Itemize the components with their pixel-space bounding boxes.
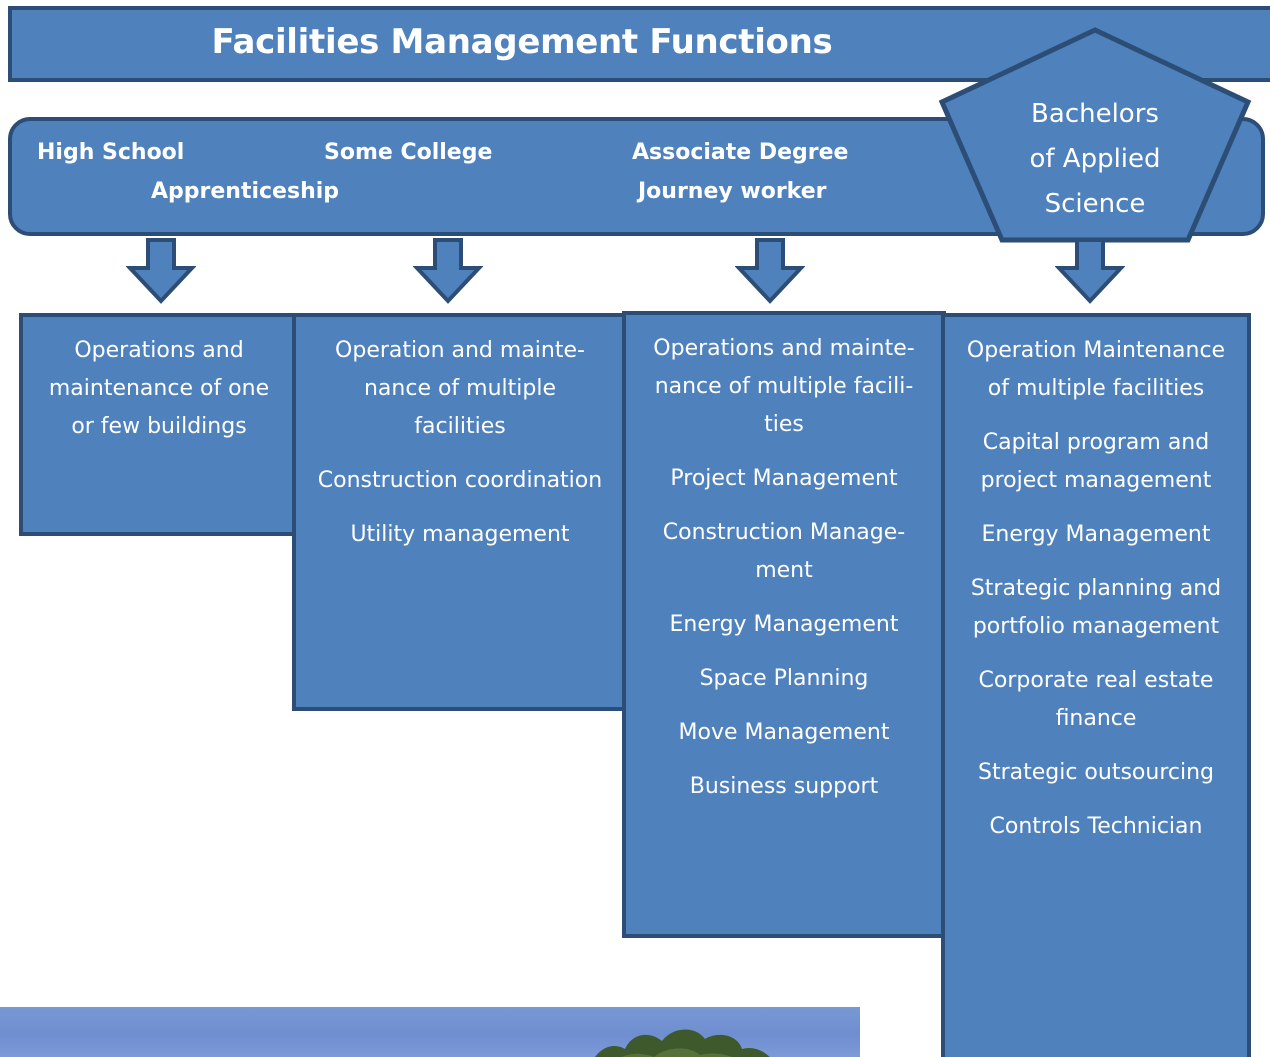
column-item: Strategic planning and portfolio managem… xyxy=(970,576,1222,639)
page-title: Facilities Management Functions xyxy=(211,22,833,62)
column-some-college: Operation and mainte-nance of multiple f… xyxy=(292,313,628,711)
bachelors-line-2: of Applied xyxy=(1029,144,1161,174)
down-arrow-icon xyxy=(735,238,805,304)
tree-icon xyxy=(595,1029,770,1057)
column-item: Operation and mainte-nance of multiple f… xyxy=(335,338,585,439)
column-item: Move Management xyxy=(678,720,890,745)
bachelors-line-3: Science xyxy=(1044,189,1146,219)
level-journey-worker: Journey worker xyxy=(638,179,827,204)
column-item: Corporate real estate finance xyxy=(978,668,1214,731)
down-arrow-icon xyxy=(413,238,483,304)
level-associate-degree: Associate Degree xyxy=(632,140,849,165)
level-apprenticeship: Apprenticeship xyxy=(151,179,340,204)
column-item: Energy Management xyxy=(669,612,899,637)
landscape-photo xyxy=(0,1007,860,1057)
column-item: Space Planning xyxy=(699,666,869,691)
column-item: Strategic outsourcing xyxy=(977,760,1215,785)
column-item: Project Management xyxy=(670,466,898,491)
column-high-school: Operations and maintenance of one or few… xyxy=(19,313,299,536)
column-associate-degree: Operations and mainte-nance of multiple … xyxy=(622,311,946,938)
column-bachelors: Operation Maintenance of multiple facili… xyxy=(941,313,1251,1057)
column-item: Energy Management xyxy=(981,522,1211,547)
column-item: Construction Manage-ment xyxy=(662,520,906,583)
bachelors-line-1: Bachelors xyxy=(1031,99,1159,129)
level-bachelors: Bachelors of Applied Science xyxy=(990,92,1200,227)
column-item: Business support xyxy=(689,774,879,799)
column-item: Utility management xyxy=(350,522,570,547)
column-item: Construction coordination xyxy=(317,468,603,493)
column-item: Operations and maintenance of one or few… xyxy=(48,338,270,439)
column-item: Operation Maintenance of multiple facili… xyxy=(966,338,1226,401)
level-high-school: High School xyxy=(37,140,185,165)
down-arrow-icon xyxy=(1055,238,1125,304)
column-item: Operations and mainte-nance of multiple … xyxy=(653,336,915,437)
column-item: Capital program and project management xyxy=(980,430,1212,493)
level-some-college: Some College xyxy=(324,140,493,165)
column-item: Controls Technician xyxy=(989,814,1203,839)
down-arrow-icon xyxy=(126,238,196,304)
